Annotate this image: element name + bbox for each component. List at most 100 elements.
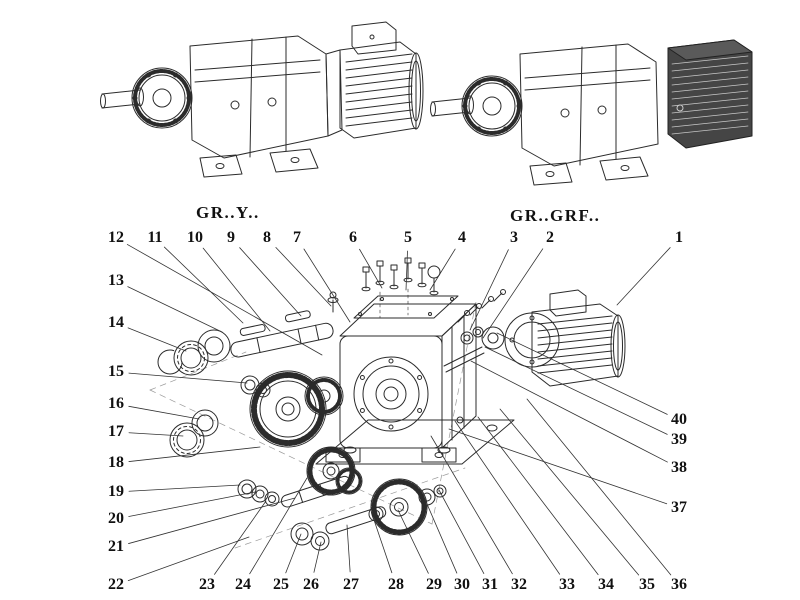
leader-line-4 (429, 248, 456, 291)
leader-line-21 (128, 497, 296, 544)
washers-lower (237, 479, 280, 507)
breather-plug (327, 291, 339, 313)
leader-line-20 (128, 491, 256, 517)
input-washers (460, 326, 484, 345)
leader-line-32 (430, 435, 513, 575)
cover-bolts (361, 257, 441, 319)
leader-line-1 (616, 247, 671, 306)
callout-37: 37 (669, 499, 689, 516)
coupling (443, 326, 505, 373)
callout-17: 17 (106, 423, 126, 440)
leader-line-18 (128, 446, 261, 462)
leader-line-6 (359, 248, 383, 289)
callout-34: 34 (596, 576, 616, 593)
leader-lines (126, 244, 672, 581)
shaft-key (239, 324, 266, 336)
leader-line-5 (405, 250, 408, 291)
callout-11: 11 (145, 229, 165, 246)
callout-18: 18 (106, 454, 126, 471)
terminal-box (351, 21, 397, 55)
callout-13: 13 (106, 272, 126, 289)
callout-27: 27 (341, 576, 361, 593)
callout-29: 29 (424, 576, 444, 593)
leader-line-31 (438, 489, 485, 574)
leader-line-12 (126, 244, 323, 356)
motor-terminal-box (549, 289, 587, 317)
assembled-view-gr-grf (430, 39, 753, 186)
callout-9: 9 (225, 229, 237, 246)
base-plate (315, 419, 515, 465)
leader-line-17 (128, 432, 184, 437)
input-shaft (230, 310, 334, 358)
callout-14: 14 (106, 314, 126, 331)
bearing-upper (173, 340, 209, 376)
leader-line-11 (163, 246, 244, 324)
leader-line-10 (202, 247, 271, 332)
leader-line-8 (275, 247, 332, 307)
callout-15: 15 (106, 363, 126, 380)
gear-output-large (370, 478, 428, 536)
leader-line-26 (313, 541, 322, 573)
callout-40: 40 (669, 411, 689, 428)
callout-26: 26 (301, 576, 321, 593)
output-shaft (430, 95, 474, 117)
leader-line-2 (482, 248, 544, 339)
callout-33: 33 (557, 576, 577, 593)
leader-line-3 (469, 249, 509, 331)
leader-line-14 (127, 327, 187, 352)
callout-32: 32 (509, 576, 529, 593)
leader-line-16 (128, 405, 200, 420)
leader-line-25 (285, 533, 302, 574)
mounting-feet (529, 156, 649, 186)
variant-label-gr-y: GR..Y.. (196, 203, 260, 222)
spacer-ring (191, 409, 219, 437)
callout-20: 20 (106, 510, 126, 527)
front-hub (131, 67, 193, 129)
leader-line-35 (499, 408, 640, 576)
oil-seal (197, 329, 231, 363)
gear-wheel-large (249, 370, 327, 448)
leader-line-13 (127, 286, 223, 333)
callout-4: 4 (456, 229, 468, 246)
callout-3: 3 (508, 229, 520, 246)
pinion-gear (304, 376, 344, 416)
leader-line-19 (128, 484, 241, 492)
gear-intermediate (306, 446, 356, 496)
leader-line-39 (484, 346, 668, 435)
leader-line-24 (249, 477, 308, 575)
mounting-feet (199, 148, 319, 178)
callout-24: 24 (233, 576, 253, 593)
leader-line-29 (397, 509, 429, 574)
callout-7: 7 (291, 229, 303, 246)
gear-housing (189, 35, 329, 159)
input-bolts (457, 289, 506, 323)
leader-line-9 (239, 247, 302, 317)
leader-line-34 (477, 416, 599, 576)
callout-16: 16 (106, 395, 126, 412)
callout-35: 35 (637, 576, 657, 593)
front-hub (461, 75, 523, 137)
leader-line-30 (423, 496, 458, 574)
callout-8: 8 (261, 229, 273, 246)
callout-38: 38 (669, 459, 689, 476)
motor (325, 21, 424, 139)
callout-22: 22 (106, 576, 126, 593)
leader-line-22 (127, 536, 250, 581)
rings-lower (290, 522, 330, 551)
callout-1: 1 (673, 229, 685, 246)
pinion-end-gear (335, 467, 363, 495)
callout-36: 36 (669, 576, 689, 593)
leader-line-27 (346, 524, 351, 573)
leader-line-15 (128, 372, 248, 384)
leader-line-7 (303, 248, 351, 323)
callout-12: 12 (106, 229, 126, 246)
leader-line-40 (496, 332, 668, 415)
callout-2: 2 (544, 229, 556, 246)
bearing-lower (169, 422, 205, 458)
output-shaft-exploded (325, 506, 387, 535)
callout-28: 28 (386, 576, 406, 593)
gear-housing (519, 43, 659, 167)
leader-line-38 (470, 360, 668, 463)
